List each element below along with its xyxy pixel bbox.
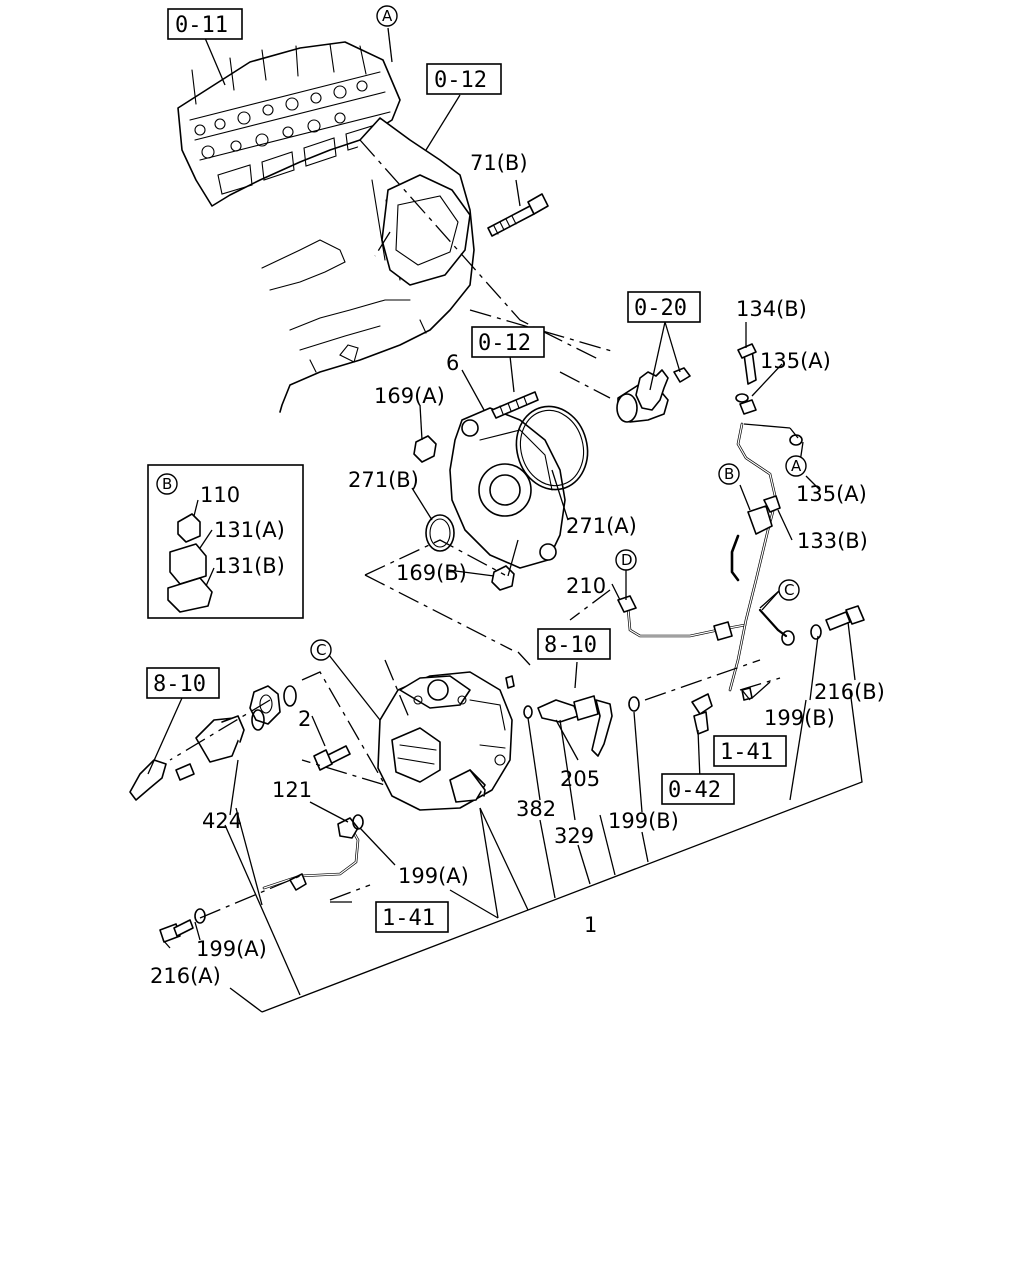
svg-text:8-10: 8-10	[153, 672, 206, 697]
bolt-71b-drawing	[487, 193, 549, 237]
injection-pump-drawing	[377, 671, 515, 811]
fuel-pipe-210-drawing	[617, 595, 747, 641]
engine-block-drawing	[261, 117, 475, 413]
label-71b: 71(B)	[470, 151, 528, 175]
label-199a-bottom: 199(A)	[196, 937, 267, 961]
svg-text:0-11: 0-11	[175, 13, 228, 38]
svg-text:A: A	[791, 457, 802, 475]
bolt-216b-drawing	[810, 605, 865, 640]
ref-box-0-42: 0-42	[661, 773, 735, 805]
pressure-sensor-drawing	[523, 695, 640, 757]
label-133b: 133(B)	[797, 529, 868, 553]
label-199a-mid: 199(A)	[398, 864, 469, 888]
label-169a: 169(A)	[374, 384, 445, 408]
svg-text:B: B	[162, 475, 172, 493]
svg-text:C: C	[316, 641, 326, 659]
part-labels: 71(B) 6 169(A) 271(B) 271(A) 169(B) 134(…	[150, 151, 885, 988]
label-135a-top: 135(A)	[760, 349, 831, 373]
marker-a-top: A	[376, 5, 398, 27]
svg-text:8-10: 8-10	[544, 633, 597, 658]
adapter-plate-drawing	[449, 407, 566, 569]
nut-169a-drawing	[413, 435, 437, 463]
svg-text:0-20: 0-20	[634, 296, 687, 321]
label-134b: 134(B)	[736, 297, 807, 321]
label-271a: 271(A)	[566, 514, 637, 538]
pump-gear-drawing	[616, 367, 691, 423]
ref-box-8-10-left: 8-10	[146, 667, 220, 699]
marker-c-left: C	[310, 639, 332, 661]
bolt-2-drawing	[313, 745, 351, 771]
assembly-lines	[169, 139, 781, 919]
ref-box-0-20: 0-20	[627, 291, 701, 323]
marker-a-right: A	[785, 455, 807, 477]
ref-box-1-41-bottom: 1-41	[375, 901, 449, 933]
svg-text:1-41: 1-41	[720, 740, 773, 765]
label-216a: 216(A)	[150, 964, 221, 988]
label-131a: 131(A)	[214, 518, 285, 542]
inset-part-labels: 110 131(A) 131(B)	[200, 483, 285, 578]
gasket-drawing	[249, 685, 297, 731]
ref-box-1-41-right: 1-41	[713, 735, 787, 767]
marker-b-pipe: B	[718, 463, 740, 485]
label-210: 210	[566, 574, 606, 598]
label-6: 6	[446, 351, 459, 375]
stud-drawing	[491, 391, 539, 419]
fuel-pipe-121-drawing	[262, 814, 364, 891]
marker-c-right: C	[778, 579, 800, 601]
label-135a-right: 135(A)	[796, 482, 867, 506]
suction-control-valve-drawing	[129, 715, 245, 801]
label-382: 382	[516, 797, 556, 821]
label-199b-mid: 199(B)	[608, 809, 679, 833]
label-2: 2	[298, 707, 311, 731]
ref-box-8-10-mid: 8-10	[537, 628, 611, 660]
label-1: 1	[584, 913, 597, 937]
label-216b: 216(B)	[814, 680, 885, 704]
o-ring-271b-drawing	[425, 514, 455, 552]
leader-lines	[147, 27, 863, 1013]
label-329: 329	[554, 824, 594, 848]
svg-text:C: C	[784, 581, 794, 599]
svg-text:A: A	[382, 7, 393, 25]
svg-text:0-42: 0-42	[668, 778, 721, 803]
svg-text:D: D	[621, 551, 633, 569]
svg-text:0-12: 0-12	[434, 68, 487, 93]
cylinder-head-drawing	[177, 41, 401, 207]
label-121: 121	[272, 778, 312, 802]
bolt-216a-drawing	[159, 908, 206, 943]
ref-box-0-11: 0-11	[167, 8, 243, 40]
ref-box-0-12-mid: 0-12	[471, 326, 545, 358]
label-131b: 131(B)	[214, 554, 285, 578]
label-169b: 169(B)	[396, 561, 467, 585]
label-110: 110	[200, 483, 240, 507]
svg-text:1-41: 1-41	[382, 906, 435, 931]
label-205: 205	[560, 767, 600, 791]
svg-text:0-12: 0-12	[478, 331, 531, 356]
label-271b: 271(B)	[348, 468, 419, 492]
label-199b-right: 199(B)	[764, 706, 835, 730]
fuel-pipe-133b-drawing	[691, 343, 803, 735]
label-424: 424	[202, 809, 242, 833]
svg-text:B: B	[724, 465, 734, 483]
ref-box-0-12-top: 0-12	[426, 63, 502, 95]
marker-d-pipe: D	[615, 549, 637, 571]
o-ring-271a-drawing	[515, 405, 589, 491]
marker-b-inset: B	[156, 473, 178, 495]
